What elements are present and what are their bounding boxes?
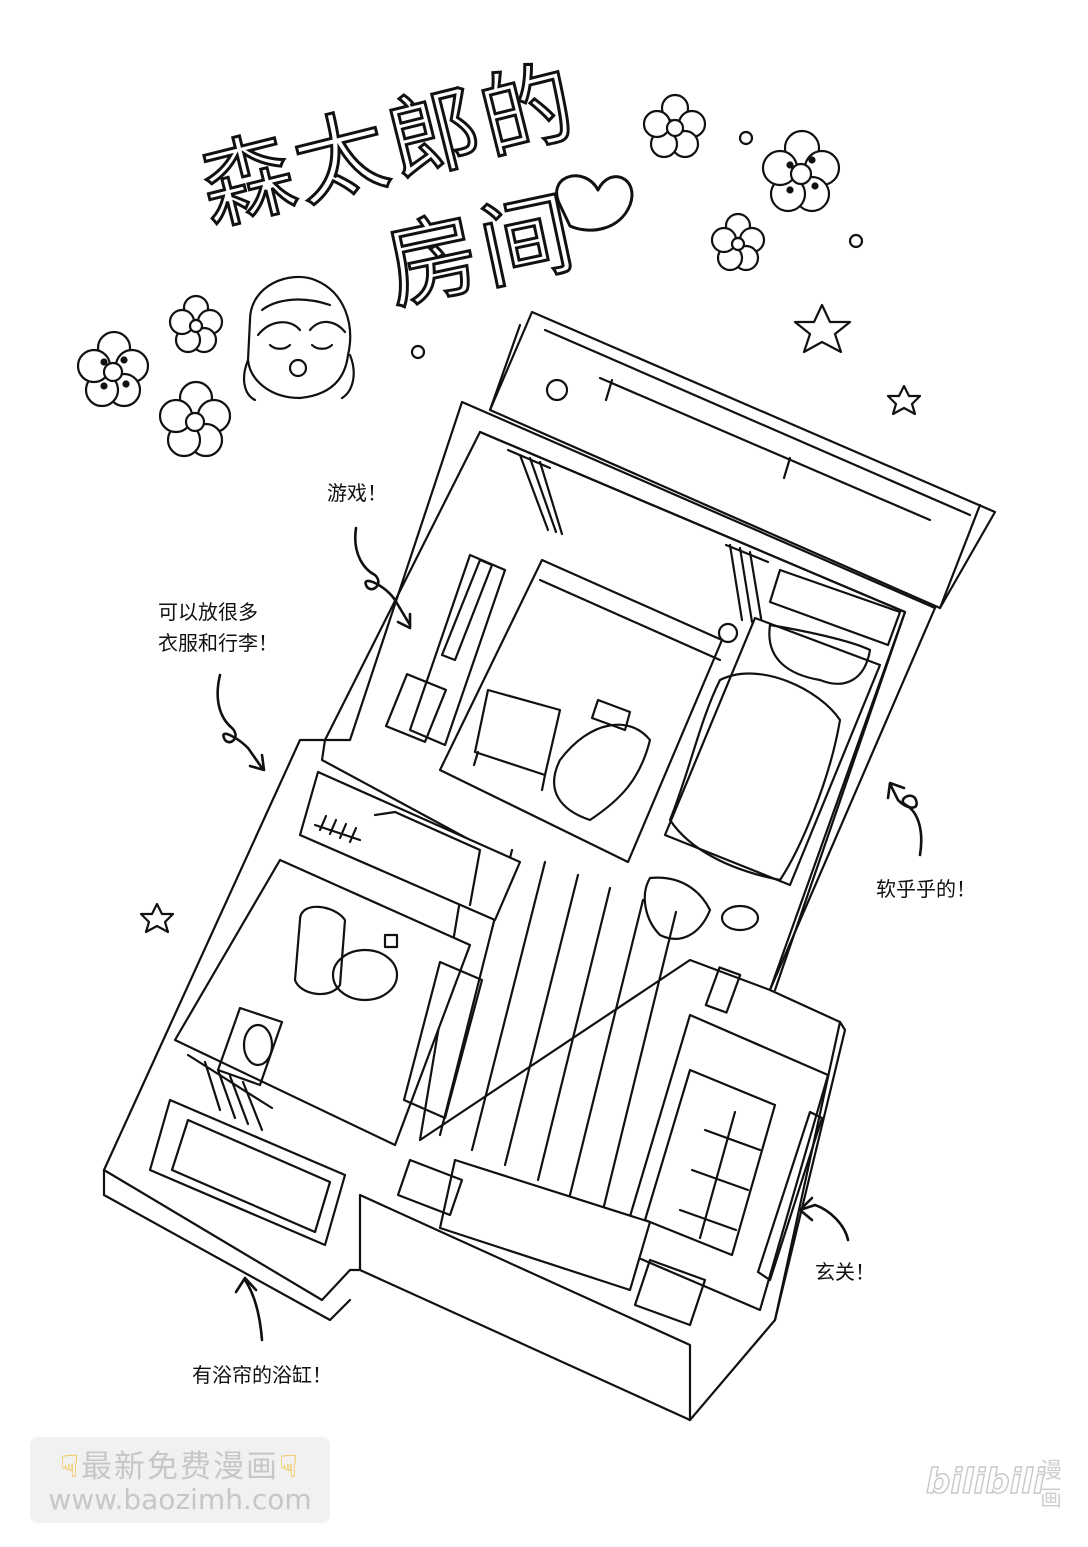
flower-icon [642, 93, 707, 159]
heart-icon [555, 174, 634, 232]
star-icon [886, 384, 922, 416]
note-entrance: 玄关！ [815, 1260, 875, 1284]
flower-icon [76, 330, 150, 408]
bilibili-logo-label: 漫画 [1040, 1459, 1063, 1512]
dot-icon [410, 344, 426, 360]
hand-pointing-down-icon: ☟ [60, 1449, 81, 1485]
arrow-entrance [798, 1196, 850, 1242]
balcony [488, 310, 997, 610]
watermark-banner[interactable]: ☟最新免费漫画☟ www.baozimh.com [30, 1437, 330, 1523]
star-icon [793, 303, 852, 354]
flower-icon [158, 380, 232, 458]
arrow-bathtub [234, 1276, 264, 1342]
dot-icon [738, 130, 754, 146]
note-bed: 软乎乎的！ [876, 877, 976, 901]
flower-icon [710, 212, 766, 272]
arrow-game [353, 526, 412, 630]
living-room [320, 430, 907, 1212]
watermark-title-text: 最新免费漫画 [81, 1449, 279, 1485]
star-icon [139, 902, 175, 934]
closet [298, 770, 522, 922]
bed [663, 568, 902, 887]
arrow-closet [216, 673, 266, 772]
note-bathtub: 有浴帘的浴缸！ [192, 1363, 332, 1387]
note-closet-line1: 可以放很多 [158, 600, 258, 624]
watermark-url[interactable]: www.baozimh.com [48, 1483, 312, 1516]
bathroom [148, 858, 484, 1247]
entrance [396, 876, 830, 1327]
arrow-bed [886, 781, 923, 857]
watermark-title: ☟最新免费漫画☟ [30, 1441, 330, 1486]
note-game: 游戏！ [327, 481, 387, 505]
dot-icon [848, 233, 864, 249]
chibi-character [242, 275, 355, 402]
flower-icon [168, 294, 224, 354]
bilibili-logo: bilibili [925, 1461, 1045, 1502]
note-closet-line2: 衣服和行李！ [158, 631, 278, 655]
flower-icon [761, 129, 841, 213]
apartment-walls [102, 400, 937, 1422]
hand-pointing-down-icon: ☟ [279, 1449, 300, 1485]
